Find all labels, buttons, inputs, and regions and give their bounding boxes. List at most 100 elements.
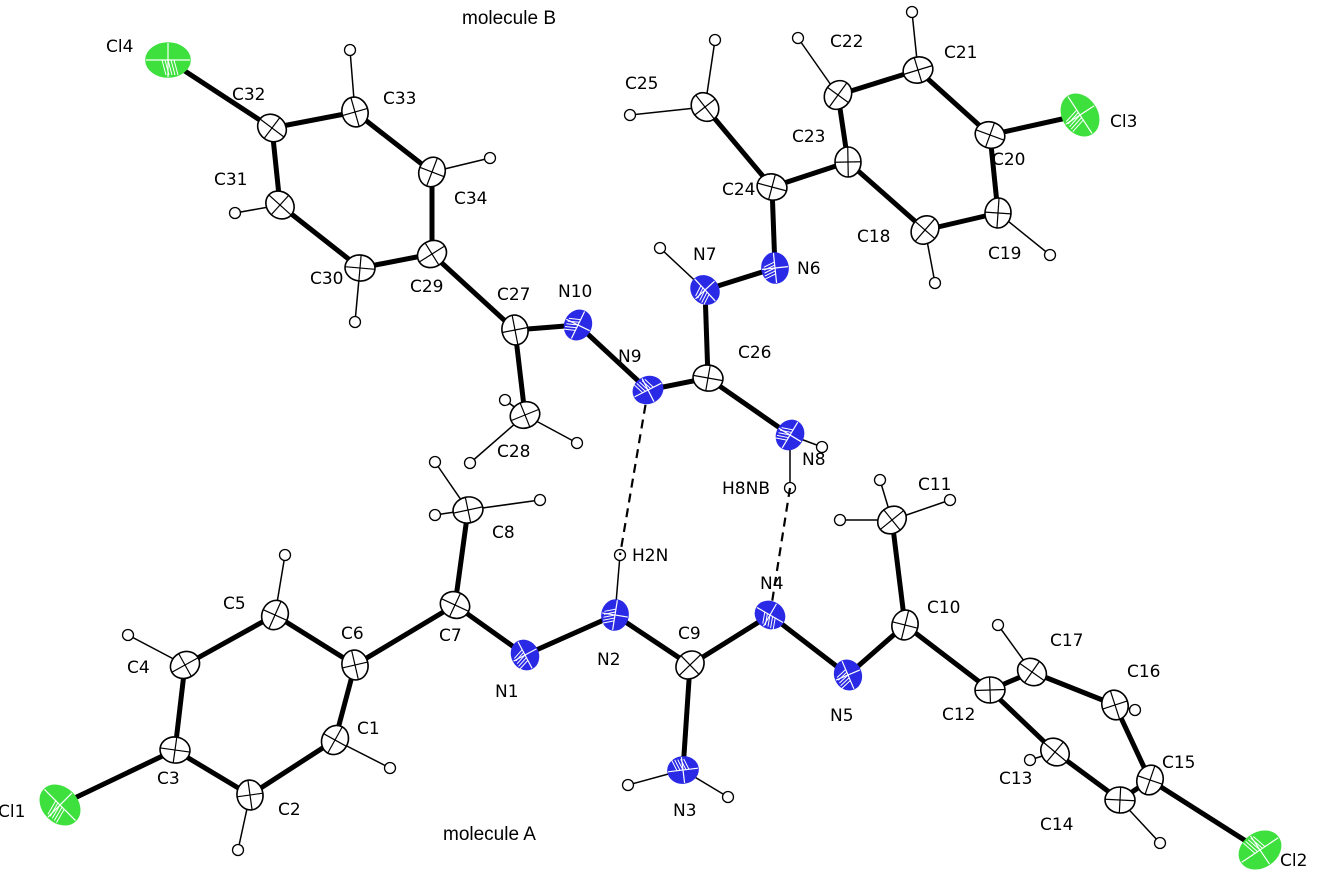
atom-C20 — [974, 120, 1006, 150]
atom-label-C22: C22 — [830, 32, 864, 52]
atom-label-C11: C11 — [918, 475, 952, 495]
atom-label-C34: C34 — [454, 189, 488, 209]
atom-C19 — [984, 197, 1012, 229]
atom-label-C24: C24 — [722, 180, 756, 200]
atom-label-Cl3: Cl3 — [1110, 112, 1137, 132]
atom-label-Cl2: Cl2 — [1280, 851, 1307, 871]
atom-C12 — [974, 676, 1006, 704]
hydrogen-atom — [1043, 248, 1057, 262]
bond-C10-C12 — [903, 623, 992, 692]
bond-C10-C11 — [889, 519, 908, 626]
atom-label-C7: C7 — [439, 626, 462, 646]
bond-N2-C9 — [613, 612, 692, 668]
atom-label-C31: C31 — [214, 170, 248, 190]
atom-label-C27: C27 — [497, 285, 531, 305]
atom-C2 — [236, 779, 264, 811]
atom-label-C3: C3 — [157, 769, 180, 789]
atom-C22 — [823, 79, 853, 111]
atom-C1 — [320, 724, 350, 756]
atom-label-C14: C14 — [1040, 815, 1074, 835]
atom-C28 — [509, 400, 541, 430]
atom-C26 — [692, 364, 724, 392]
atom-label-N1: N1 — [495, 682, 519, 702]
atom-C8 — [452, 496, 484, 524]
hydrogen-atom — [463, 456, 477, 470]
atom-C24 — [756, 173, 788, 201]
hydrogen-atom — [905, 5, 919, 19]
atom-C34 — [417, 156, 447, 188]
hydrogen-atom — [1023, 753, 1037, 767]
hydrogen-label-H2N: H2N — [632, 546, 668, 566]
hydrogen-atom — [721, 790, 735, 804]
atom-label-Cl4: Cl4 — [106, 37, 133, 57]
atom-C13 — [1039, 737, 1071, 767]
hydrogen-atom — [483, 151, 497, 165]
atom-N5 — [833, 659, 863, 691]
atom-C33 — [341, 96, 369, 128]
bond-C18-C23 — [846, 160, 927, 232]
atom-label-N5: N5 — [830, 706, 854, 726]
hydrogen-atom — [121, 628, 135, 642]
atom-N8 — [775, 419, 805, 451]
atom-label-C1: C1 — [357, 719, 380, 739]
atom-label-C25: C25 — [625, 74, 659, 94]
atom-C21 — [902, 56, 934, 84]
atom-N7 — [690, 275, 720, 306]
bond-C3-Cl1 — [58, 747, 177, 808]
atom-label-C13: C13 — [999, 769, 1033, 789]
atom-label-C28: C28 — [497, 442, 531, 462]
bond-N10-N9 — [576, 323, 650, 392]
atom-C15 — [1135, 764, 1165, 796]
atom-label-C9: C9 — [678, 624, 701, 644]
hydrogen-atom — [991, 618, 1005, 632]
atom-C11 — [876, 505, 908, 535]
atom-C32 — [256, 113, 288, 143]
atom-label-N3: N3 — [673, 801, 697, 821]
hydrogen-atom — [623, 108, 637, 122]
hydrogen-atom — [815, 440, 829, 454]
hydrogen-atom — [708, 33, 722, 47]
atom-C17 — [1016, 657, 1048, 687]
atom-N2 — [601, 599, 629, 631]
hydrogen-atom — [498, 393, 512, 407]
hydrogen-atom — [928, 276, 942, 290]
atom-C4 — [169, 650, 201, 680]
atom-C3 — [159, 736, 191, 764]
atom-C6 — [341, 649, 369, 681]
atom-label-C23: C23 — [792, 127, 826, 147]
bond-C2-C1 — [248, 737, 337, 798]
atom-C30 — [344, 254, 376, 282]
atom-N3 — [667, 756, 699, 784]
atom-label-N10: N10 — [558, 282, 592, 302]
bond-C7-C6 — [353, 602, 457, 668]
bond-C6-C5 — [273, 612, 357, 668]
hydrogen-label-H8NB: H8NB — [722, 479, 770, 499]
atom-C25 — [690, 91, 720, 123]
molecule-a-title: molecule A — [443, 824, 536, 845]
atom-C14 — [1104, 786, 1136, 814]
bond-C9-N3 — [680, 664, 693, 771]
atom-label-C6: C6 — [341, 624, 364, 644]
hydrogen-atom — [231, 843, 245, 857]
atom-label-C30: C30 — [310, 269, 344, 289]
hydrogen-atom — [1128, 703, 1142, 717]
hydrogen-atom — [791, 31, 805, 45]
bond-C24-C25 — [703, 105, 774, 189]
hydrogen-atom — [653, 241, 667, 255]
atom-label-Cl1: Cl1 — [0, 802, 25, 822]
atom-C5 — [260, 599, 290, 631]
atom-label-C10: C10 — [927, 598, 961, 618]
bond-C15-Cl2 — [1148, 777, 1262, 853]
bond-C5-C4 — [183, 612, 277, 668]
atom-Cl3 — [1060, 93, 1100, 137]
hydrogen-atom — [343, 43, 357, 57]
bond-C30-C31 — [278, 203, 362, 270]
hydrogen-atom — [621, 778, 635, 792]
atom-C16 — [1100, 689, 1130, 721]
hydrogen-atom — [570, 436, 584, 450]
hydrogen-atom — [1153, 836, 1167, 850]
atom-label-C20: C20 — [992, 150, 1026, 170]
bond-N4-N5 — [768, 613, 850, 677]
